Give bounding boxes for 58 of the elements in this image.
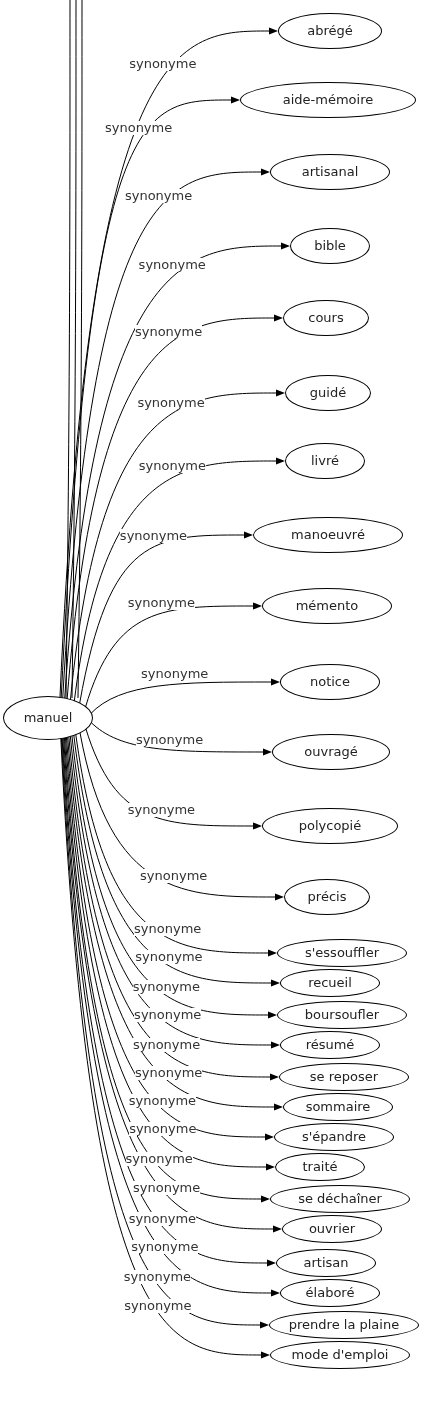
word-ellipse: ouvragé [272, 734, 390, 770]
word-ellipse: s'essouffler [277, 939, 407, 967]
arrow [69, 389, 285, 701]
word-ellipse: ouvrier [282, 1215, 382, 1243]
word-ellipse: s'épandre [274, 1123, 394, 1151]
word-ellipse: manuel [3, 696, 93, 740]
edge-label: synonyme [134, 1008, 202, 1023]
word-ellipse: cours [283, 300, 369, 336]
edge-label: synonyme [133, 1180, 201, 1195]
word-ellipse: bible [290, 228, 370, 264]
arrow [84, 602, 262, 709]
word-ellipse: mémento [262, 588, 392, 624]
word-ellipse: artisan [276, 1249, 376, 1277]
edge-label: synonyme [132, 1038, 201, 1053]
edge-label: synonyme [127, 802, 196, 817]
edge-label: synonyme [138, 257, 206, 272]
word-ellipse: livré [285, 443, 365, 479]
edge-label: synonyme [132, 980, 200, 995]
edge-label: synonyme [124, 1298, 192, 1313]
edge-label: synonyme [104, 121, 173, 136]
edge-label: synonyme [124, 188, 193, 203]
word-ellipse: manoeuvré [253, 517, 403, 553]
word-ellipse: guidé [285, 375, 371, 411]
word-ellipse: abrégé [278, 13, 382, 49]
edge-label: synonyme [128, 1212, 197, 1227]
word-ellipse: élaboré [280, 1279, 380, 1307]
word-ellipse: sommaire [283, 1093, 393, 1121]
arrow [79, 531, 253, 705]
word-ellipse: prendre la plaine [269, 1311, 419, 1339]
arrow [79, 731, 284, 901]
word-ellipse: mode d'emploi [270, 1341, 410, 1369]
word-ellipse: se déchaîner [270, 1185, 410, 1213]
edge-label: synonyme [128, 1094, 197, 1109]
edge-label: synonyme [134, 921, 202, 936]
edge-label: synonyme [131, 1240, 199, 1255]
word-ellipse: recueil [280, 969, 380, 997]
arrow [66, 314, 283, 700]
word-ellipse: se reposer [279, 1063, 409, 1091]
edge-label: synonyme [119, 528, 188, 543]
arrow [64, 242, 290, 700]
edge-label: synonyme [123, 1270, 192, 1285]
edge-label: synonyme [135, 950, 203, 965]
word-ellipse: traité [275, 1153, 365, 1181]
edge-label: synonyme [129, 1122, 197, 1137]
edge-label: synonyme [125, 1152, 193, 1167]
word-ellipse: résumé [280, 1031, 380, 1059]
word-ellipse: artisanal [270, 154, 390, 190]
arrow [73, 457, 285, 702]
edge-label: synonyme [135, 1066, 203, 1081]
word-ellipse: précis [284, 879, 370, 915]
word-ellipse: aide-mémoire [240, 82, 416, 118]
word-ellipse: notice [280, 664, 380, 700]
edge-label: synonyme [140, 869, 208, 884]
edge-label: synonyme [129, 56, 197, 71]
edge-label: synonyme [137, 395, 205, 410]
word-ellipse: polycopié [262, 808, 398, 844]
word-ellipse: boursoufler [277, 1001, 407, 1029]
edge-label: synonyme [134, 325, 203, 340]
